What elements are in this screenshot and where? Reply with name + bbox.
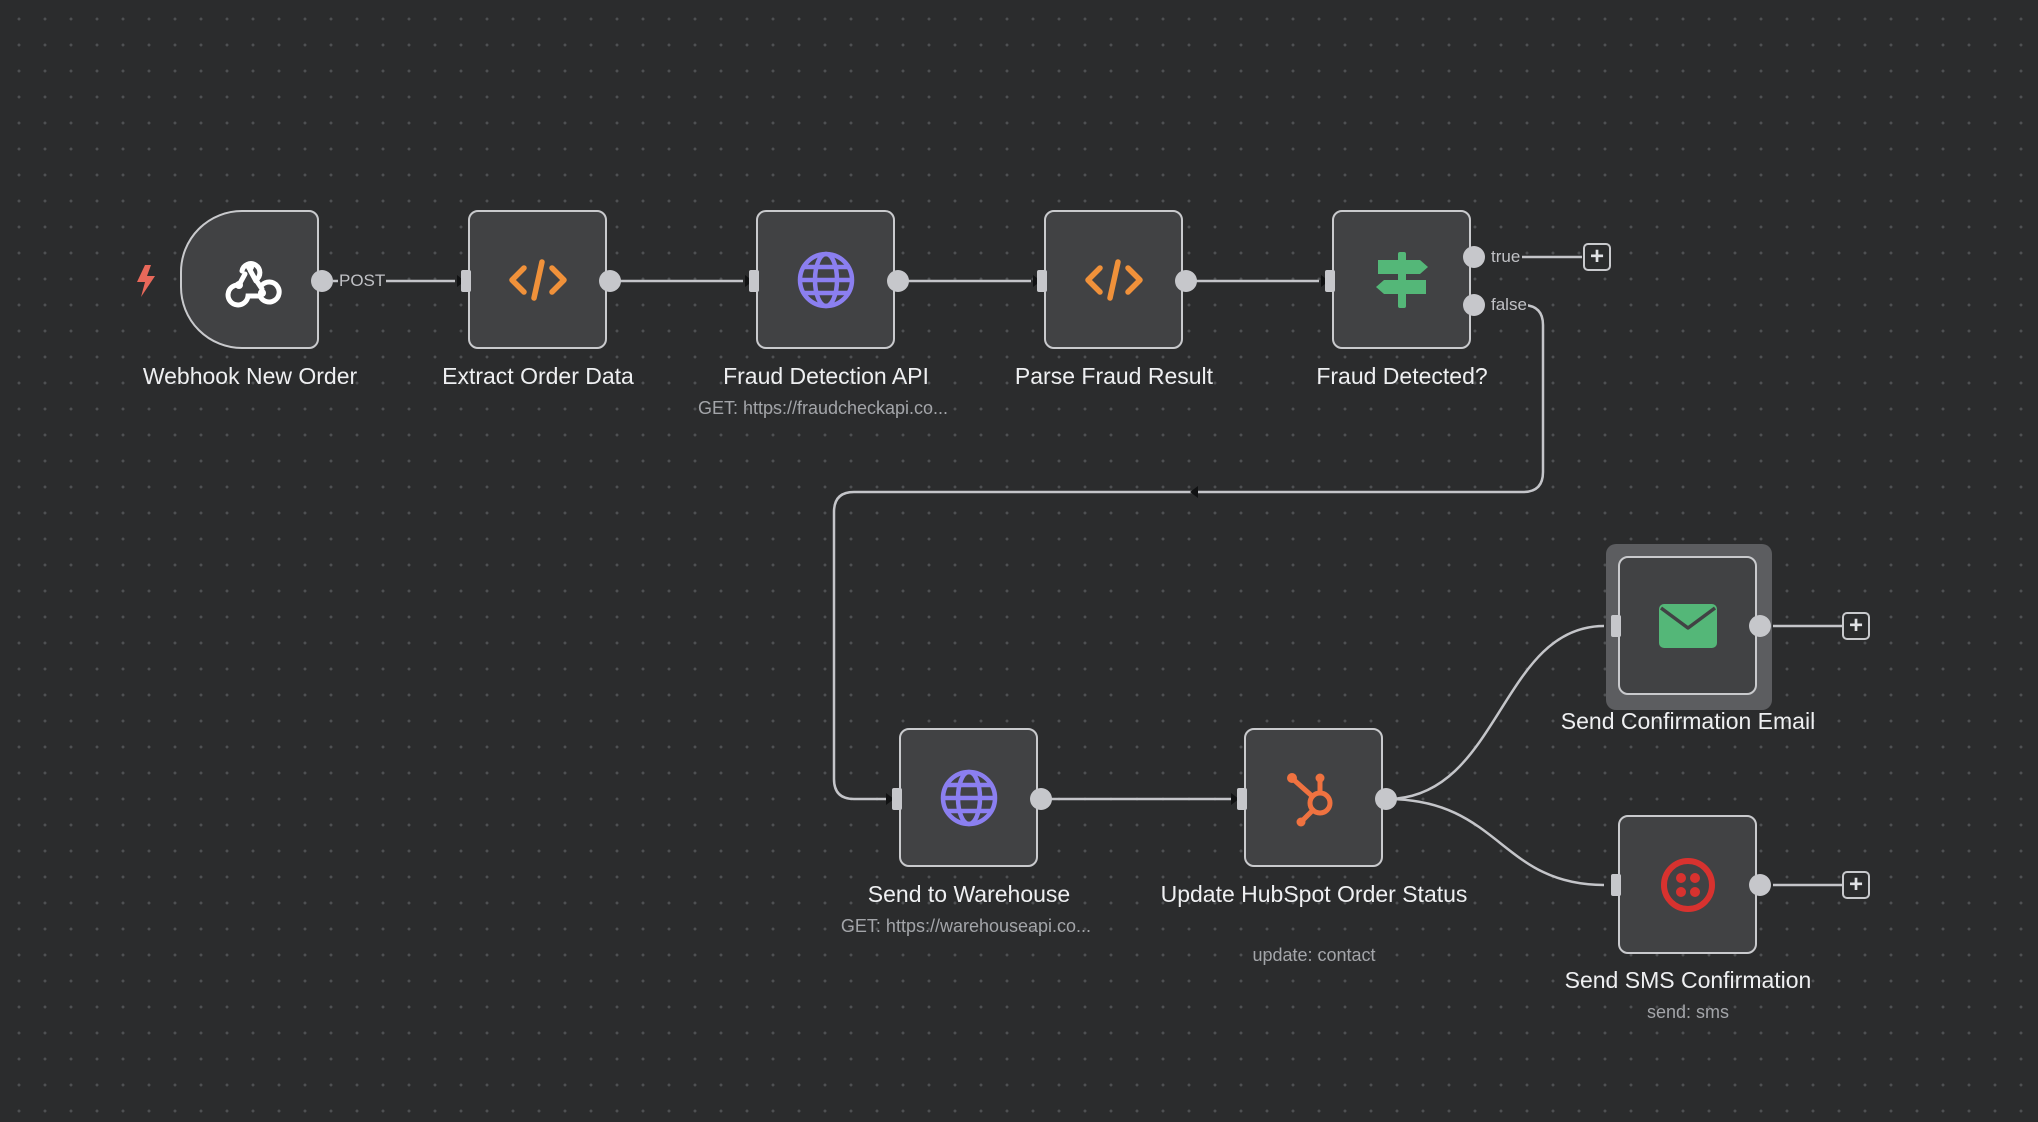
envelope-icon — [1658, 603, 1717, 648]
connection-label-false: false — [1490, 295, 1528, 315]
output-port-parse[interactable] — [1175, 270, 1197, 292]
add-node-button-sms[interactable]: + — [1842, 871, 1870, 899]
add-node-button-true[interactable]: + — [1583, 243, 1611, 271]
globe-icon — [797, 251, 854, 308]
node-subtitle-sms: send: sms — [1646, 1002, 1730, 1022]
input-port-fraud-api[interactable] — [749, 270, 759, 292]
output-port-hubspot[interactable] — [1375, 788, 1397, 810]
output-port-email[interactable] — [1749, 615, 1771, 637]
arrow-warehouse — [886, 793, 894, 805]
node-label-webhook: Webhook New Order — [142, 363, 358, 389]
output-port-webhook[interactable] — [311, 270, 333, 292]
input-port-email[interactable] — [1611, 615, 1621, 637]
hubspot-icon — [1286, 772, 1332, 826]
code-icon — [508, 258, 567, 301]
node-subtitle-hubspot: update: contact — [1252, 945, 1376, 965]
node-label-warehouse: Send to Warehouse — [867, 881, 1071, 907]
input-port-warehouse[interactable] — [892, 788, 902, 810]
connection-label-true: true — [1490, 247, 1522, 267]
input-port-hubspot[interactable] — [1237, 788, 1247, 810]
node-label-if: Fraud Detected? — [1316, 363, 1488, 389]
output-port-false[interactable] — [1463, 294, 1485, 316]
arrow-hubspot — [1231, 793, 1239, 805]
node-subtitle-fraud-api: GET: https://fraudcheckapi.co... — [697, 398, 949, 418]
node-webhook-new-order[interactable] — [180, 210, 319, 349]
node-label-hubspot: Update HubSpot Order Status — [1160, 881, 1468, 907]
arrow-false-midpoint — [1190, 486, 1198, 498]
node-label-extract: Extract Order Data — [442, 363, 634, 389]
signpost-icon — [1375, 251, 1428, 308]
node-send-to-warehouse[interactable] — [899, 728, 1038, 867]
node-subtitle-warehouse: GET: https://warehouseapi.co... — [840, 916, 1092, 936]
output-port-warehouse[interactable] — [1030, 788, 1052, 810]
add-node-button-email[interactable]: + — [1842, 612, 1870, 640]
code-icon — [1084, 258, 1143, 301]
node-label-fraud-api: Fraud Detection API — [723, 363, 929, 389]
connection-hubspot-email — [1386, 624, 1605, 801]
node-label-sms: Send SMS Confirmation — [1564, 967, 1812, 993]
output-port-fraud-api[interactable] — [887, 270, 909, 292]
input-port-sms[interactable] — [1611, 874, 1621, 896]
connection-if-false — [832, 303, 1545, 801]
output-port-sms[interactable] — [1749, 874, 1771, 896]
input-port-if[interactable] — [1325, 270, 1335, 292]
node-fraud-detected-if[interactable] — [1332, 210, 1471, 349]
globe-icon — [940, 769, 997, 826]
webhook-icon — [225, 260, 282, 307]
node-update-hubspot[interactable] — [1244, 728, 1383, 867]
input-port-parse[interactable] — [1037, 270, 1047, 292]
connection-hubspot-sms — [1386, 797, 1605, 887]
node-parse-fraud-result[interactable] — [1044, 210, 1183, 349]
node-extract-order-data[interactable] — [468, 210, 607, 349]
node-send-sms-confirmation[interactable] — [1618, 815, 1757, 954]
twilio-icon — [1660, 857, 1715, 912]
node-send-confirmation-email[interactable] — [1618, 556, 1757, 695]
input-port-extract[interactable] — [461, 270, 471, 292]
output-port-extract[interactable] — [599, 270, 621, 292]
node-label-email: Send Confirmation Email — [1560, 708, 1816, 734]
connection-label-post: POST — [338, 271, 387, 291]
node-fraud-detection-api[interactable] — [756, 210, 895, 349]
trigger-bolt-icon — [137, 265, 155, 297]
node-label-parse: Parse Fraud Result — [1014, 363, 1214, 389]
output-port-true[interactable] — [1463, 246, 1485, 268]
